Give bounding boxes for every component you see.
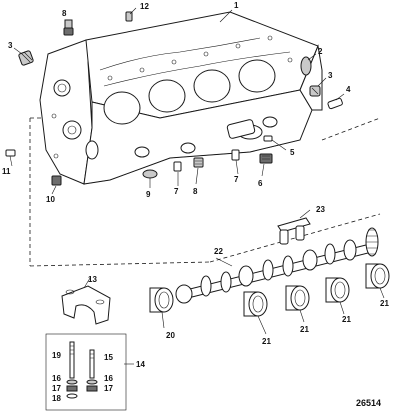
callout-4: 4 <box>346 85 351 94</box>
callout-3-left: 3 <box>8 41 13 50</box>
leader-lines <box>9 7 385 365</box>
callout-8-top: 8 <box>62 9 67 18</box>
part-8-plug-top <box>63 19 74 36</box>
callout-15: 15 <box>104 353 113 362</box>
callout-10: 10 <box>46 195 55 204</box>
part-7-stud-right <box>231 149 240 161</box>
part-10-plug <box>51 175 62 186</box>
callout-7-right: 7 <box>234 175 239 184</box>
callout-22: 22 <box>214 247 223 256</box>
part-3-plug-left <box>18 50 34 66</box>
part-4-dowel <box>327 97 343 110</box>
part-12-pin <box>125 11 133 22</box>
callout-5: 5 <box>290 148 295 157</box>
part-3-plug-right <box>309 85 321 97</box>
callout-3-right: 3 <box>328 71 333 80</box>
figure-number: 26514 <box>356 398 381 408</box>
part-7-stud-left <box>173 161 182 172</box>
part-21-bearing-2 <box>285 285 310 311</box>
callout-16-right: 16 <box>104 374 113 383</box>
part-20-bearing <box>149 287 174 313</box>
part-6-plug <box>259 153 273 164</box>
callout-13: 13 <box>88 275 97 284</box>
callout-11: 11 <box>2 167 11 176</box>
callout-9: 9 <box>146 190 151 199</box>
part-21-bearing-4 <box>365 263 390 289</box>
callout-12: 12 <box>140 2 149 11</box>
callout-17-left: 17 <box>52 384 61 393</box>
callout-18: 18 <box>52 394 61 403</box>
callout-16-left: 16 <box>52 374 61 383</box>
callout-labels: 1 2 3 3 4 5 6 7 7 8 8 9 10 11 12 13 14 1… <box>2 1 389 408</box>
callout-20: 20 <box>166 331 175 340</box>
callout-14: 14 <box>136 360 145 369</box>
part-2-core-plug <box>300 56 312 76</box>
small-parts <box>5 11 343 186</box>
part-5-pin <box>263 135 273 142</box>
part-14-fastener-kit <box>45 333 127 411</box>
callout-6: 6 <box>258 179 263 188</box>
part-8-plug-mid <box>193 157 204 168</box>
part-11-pin <box>5 149 16 157</box>
callout-21-d: 21 <box>380 299 389 308</box>
callout-1: 1 <box>234 1 239 10</box>
cam-bearings <box>149 263 390 317</box>
callout-21-b: 21 <box>300 325 309 334</box>
part-23-lifter-guide <box>277 217 311 245</box>
part-22-camshaft <box>175 227 379 304</box>
callout-23: 23 <box>316 205 325 214</box>
part-21-bearing-3 <box>325 277 350 303</box>
callout-8-mid: 8 <box>193 187 198 196</box>
engine-block <box>39 11 323 185</box>
part-13-main-cap <box>61 285 111 325</box>
part-21-bearing-1 <box>243 291 268 317</box>
part-9-cap <box>142 169 158 179</box>
callout-7-left: 7 <box>174 187 179 196</box>
callout-2: 2 <box>318 47 323 56</box>
callout-17-right: 17 <box>104 384 113 393</box>
callout-21-c: 21 <box>342 315 351 324</box>
callout-21-a: 21 <box>262 337 271 346</box>
callout-19: 19 <box>52 351 61 360</box>
